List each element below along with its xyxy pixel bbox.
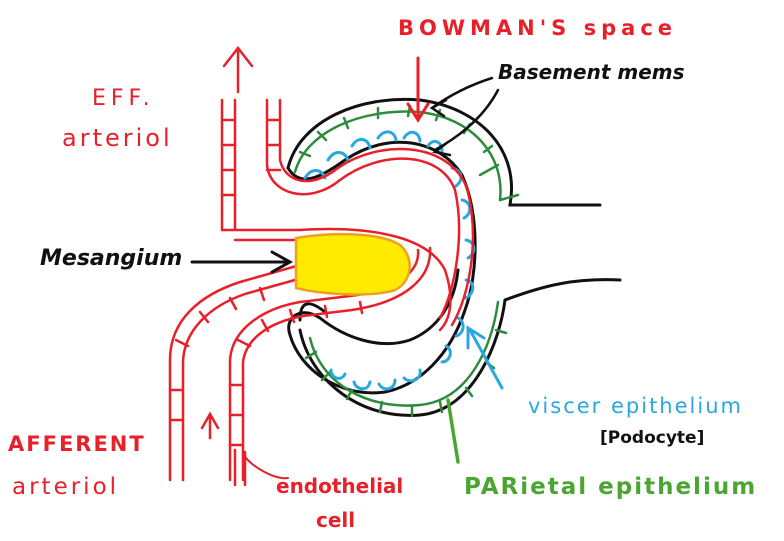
parietal-epithelium-label: PARietal epithelium bbox=[464, 476, 757, 499]
afferent-label-line2: arteriol bbox=[12, 476, 119, 499]
visceral-epithelium-label: viscer epithelium bbox=[528, 396, 743, 417]
basement-membrane-label: Basement mems bbox=[498, 62, 685, 82]
efferent-label-line1: EFF. bbox=[92, 88, 155, 110]
endothelial-label-line2: cell bbox=[316, 510, 355, 530]
endothelial-label-line1: endothelial bbox=[276, 476, 403, 496]
bowmans-space-arrow bbox=[408, 58, 428, 120]
mesangium-region bbox=[296, 234, 410, 294]
efferent-label-line2: arteriol bbox=[62, 126, 173, 150]
afferent-label-line1: AFFERENT bbox=[8, 434, 146, 455]
mesangium-label: Mesangium bbox=[40, 248, 182, 270]
bowmans-space-label: BOWMAN'S space bbox=[398, 18, 677, 39]
mesangium-arrow bbox=[192, 252, 290, 272]
podocyte-label: [Podocyte] bbox=[600, 430, 704, 447]
parietal-arrow bbox=[448, 400, 458, 462]
